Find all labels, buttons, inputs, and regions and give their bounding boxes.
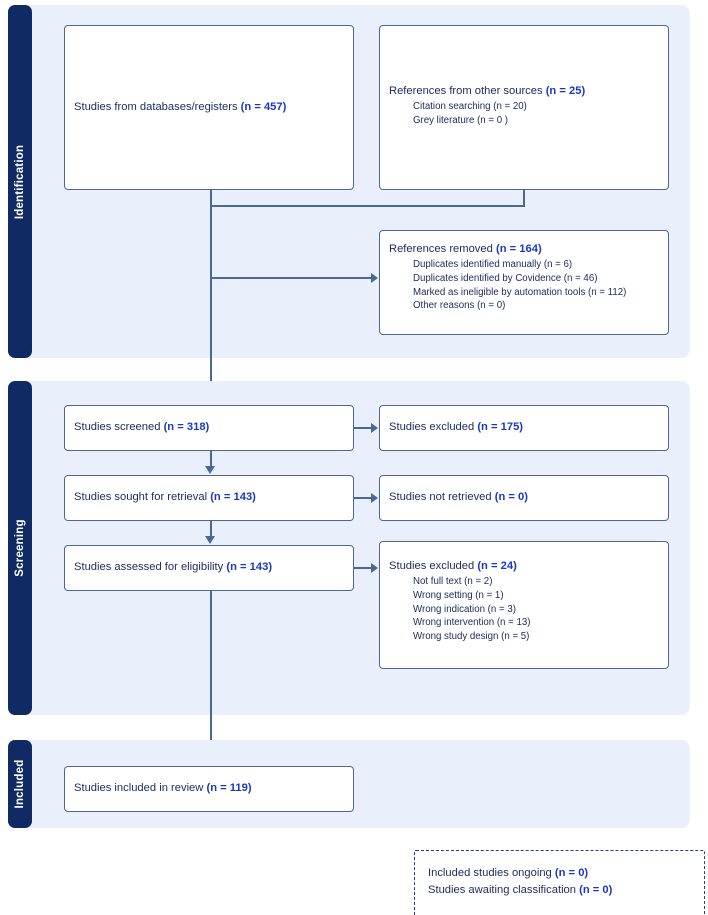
box-title-studies-awaiting-classification: Studies awaiting classification (n = 0) xyxy=(428,882,695,899)
count-references-other-sources: (n = 25) xyxy=(545,85,586,97)
sublist-studies-excluded-eligibility: Not full text (n = 2) Wrong setting (n =… xyxy=(389,575,659,644)
connector-assessed-to-included xyxy=(210,591,212,758)
box-title-studies-included-review: Studies included in review (n = 119) xyxy=(74,781,344,796)
connector-sought-to-not-retrieved xyxy=(354,497,372,499)
arrow-into-studies-excluded-eligibility xyxy=(371,563,378,573)
label-studies-assessed-eligibility: Studies assessed for eligibility xyxy=(74,561,227,574)
count-studies-excluded-screened: (n = 175) xyxy=(477,421,524,434)
sublist-item: Grey literature (n = 0 ) xyxy=(413,114,509,126)
box-title-included-studies-ongoing: Included studies ongoing (n = 0) xyxy=(428,865,695,882)
sublist-item: Wrong study design (n = 5) xyxy=(413,631,530,643)
sidebar-identification: Identification xyxy=(8,5,32,358)
box-studies-included-review: Studies included in review (n = 119) xyxy=(64,766,354,812)
sidebar-included: Included xyxy=(8,740,32,828)
label-studies-awaiting-classification: Studies awaiting classification xyxy=(428,883,580,896)
sublist-item: Duplicates identified manually (n = 6) xyxy=(413,259,573,271)
box-references-other-sources: References from other sources (n = 25) C… xyxy=(379,25,669,190)
count-studies-from-databases: (n = 457) xyxy=(240,100,287,113)
sidebar-label-screening: Screening xyxy=(14,519,26,577)
sublist-item: Citation searching (n = 20) xyxy=(413,101,527,113)
box-title-references-removed: References removed (n = 164) xyxy=(389,242,659,257)
connector-to-references-removed xyxy=(210,277,372,279)
count-studies-assessed-eligibility: (n = 143) xyxy=(226,561,273,574)
sidebar-label-identification: Identification xyxy=(14,144,26,219)
label-studies-included-review: Studies included in review xyxy=(74,782,207,795)
box-studies-assessed-eligibility: Studies assessed for eligibility (n = 14… xyxy=(64,545,354,591)
label-studies-not-retrieved: Studies not retrieved xyxy=(389,491,495,504)
box-title-studies-sought-retrieval: Studies sought for retrieval (n = 143) xyxy=(74,490,344,505)
box-studies-from-databases: Studies from databases/registers (n = 45… xyxy=(64,25,354,190)
box-studies-excluded-screened: Studies excluded (n = 175) xyxy=(379,405,669,451)
box-studies-sought-retrieval: Studies sought for retrieval (n = 143) xyxy=(64,475,354,521)
connector-other-sources-stub xyxy=(523,190,525,206)
count-references-removed: (n = 164) xyxy=(495,243,542,255)
count-studies-sought-retrieval: (n = 143) xyxy=(210,491,256,504)
sublist-item: Not full text (n = 2) xyxy=(413,576,493,588)
arrow-into-studies-excluded-screened xyxy=(371,423,378,433)
sublist-item: Other reasons (n = 0) xyxy=(413,300,506,312)
box-studies-screened: Studies screened (n = 318) xyxy=(64,405,354,451)
box-title-studies-excluded-eligibility: Studies excluded (n = 24) xyxy=(389,559,659,574)
sidebar-screening: Screening xyxy=(8,381,32,715)
connector-sought-to-assessed xyxy=(210,521,212,538)
label-references-removed: References removed xyxy=(389,243,496,255)
label-studies-screened: Studies screened xyxy=(74,421,164,434)
box-ongoing-awaiting: Included studies ongoing (n = 0) Studies… xyxy=(414,850,705,915)
label-included-studies-ongoing: Included studies ongoing xyxy=(428,867,555,879)
box-title-references-other-sources: References from other sources (n = 25) xyxy=(389,84,659,99)
count-studies-screened: (n = 318) xyxy=(163,421,210,434)
sublist-item: Wrong setting (n = 1) xyxy=(413,589,504,601)
connector-databases-stub xyxy=(210,190,212,206)
label-studies-excluded-screened: Studies excluded xyxy=(389,421,478,434)
count-studies-included-review: (n = 119) xyxy=(206,782,252,795)
sublist-item: Marked as ineligible by automation tools… xyxy=(413,286,627,298)
count-studies-excluded-eligibility: (n = 24) xyxy=(477,560,517,572)
box-title-studies-not-retrieved: Studies not retrieved (n = 0) xyxy=(389,490,659,505)
arrow-into-studies-not-retrieved xyxy=(371,493,378,503)
label-references-other-sources: References from other sources xyxy=(389,85,546,97)
box-title-studies-assessed-eligibility: Studies assessed for eligibility (n = 14… xyxy=(74,560,344,575)
connector-assessed-to-excluded xyxy=(354,567,372,569)
box-references-removed: References removed (n = 164) Duplicates … xyxy=(379,230,669,335)
box-title-studies-screened: Studies screened (n = 318) xyxy=(74,420,344,435)
connector-merge-horizontal xyxy=(210,205,525,207)
sublist-item: Wrong intervention (n = 13) xyxy=(413,617,531,629)
label-studies-excluded-eligibility: Studies excluded xyxy=(389,560,478,572)
box-title-studies-from-databases: Studies from databases/registers (n = 45… xyxy=(74,100,344,115)
label-studies-sought-retrieval: Studies sought for retrieval xyxy=(74,491,211,504)
arrow-into-studies-sought xyxy=(205,466,215,474)
arrow-into-references-removed xyxy=(371,273,378,283)
sublist-item: Wrong indication (n = 3) xyxy=(413,603,516,615)
connector-main-spine-identification xyxy=(210,205,212,397)
sublist-references-other-sources: Citation searching (n = 20) Grey literat… xyxy=(389,100,659,128)
sublist-item: Duplicates identified by Covidence (n = … xyxy=(413,272,598,284)
connector-screened-to-excluded xyxy=(354,427,372,429)
box-studies-not-retrieved: Studies not retrieved (n = 0) xyxy=(379,475,669,521)
connector-screened-to-sought xyxy=(210,451,212,468)
count-included-studies-ongoing: (n = 0) xyxy=(554,867,589,879)
count-studies-awaiting-classification: (n = 0) xyxy=(579,883,613,896)
box-studies-excluded-eligibility: Studies excluded (n = 24) Not full text … xyxy=(379,541,669,669)
box-title-studies-excluded-screened: Studies excluded (n = 175) xyxy=(389,420,659,435)
arrow-into-studies-assessed xyxy=(205,536,215,544)
label-studies-from-databases: Studies from databases/registers xyxy=(74,100,241,113)
count-studies-not-retrieved: (n = 0) xyxy=(494,491,528,504)
sublist-references-removed: Duplicates identified manually (n = 6) D… xyxy=(389,258,659,313)
sidebar-label-included: Included xyxy=(14,759,26,809)
